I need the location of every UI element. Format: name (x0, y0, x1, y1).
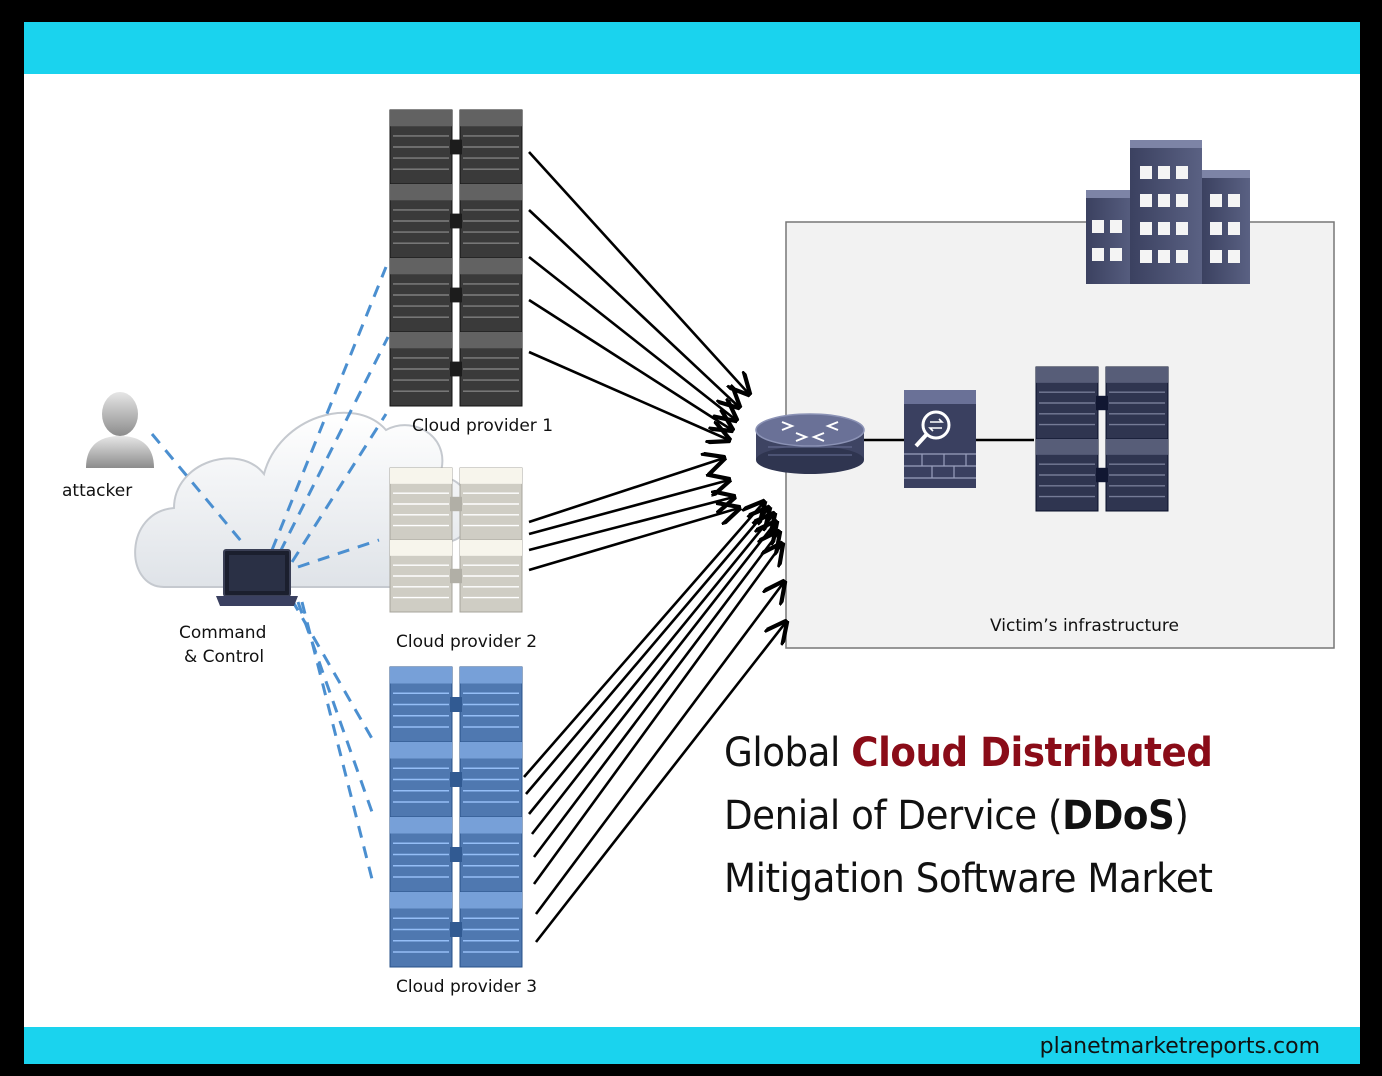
server-top (390, 110, 452, 127)
server-connector (450, 213, 462, 229)
server-top (390, 184, 452, 201)
server-top (460, 892, 522, 909)
cloud-provider-1-servers (389, 109, 523, 407)
server-top (390, 817, 452, 834)
firewall-icon (904, 390, 976, 488)
headline: Global Cloud Distributed Denial of Dervi… (724, 722, 1301, 911)
server-top (460, 667, 522, 684)
server-top (1106, 439, 1168, 455)
server-top (1106, 367, 1168, 383)
server-top (460, 817, 522, 834)
server-top (390, 258, 452, 275)
headline-highlight: Cloud Distributed (851, 730, 1213, 776)
cloud-provider-2-servers (389, 467, 523, 613)
server-connector (450, 496, 462, 512)
router-icon (755, 413, 865, 474)
victim-servers (1035, 366, 1169, 512)
server-connector (450, 287, 462, 303)
cloud-icon (134, 411, 472, 588)
attacker-label: attacker (62, 481, 132, 501)
building-icon (1086, 140, 1250, 284)
server-top (1036, 367, 1098, 383)
server-connector (450, 139, 462, 155)
server-top (460, 184, 522, 201)
ddos-diagram: attacker Command & Control Cloud provide… (62, 109, 1335, 997)
footer-url[interactable]: planetmarketreports.com (1039, 1034, 1320, 1059)
server-top (390, 742, 452, 759)
server-connector (450, 697, 462, 712)
headline-line-1: Global Cloud Distributed (724, 722, 1301, 785)
victim-infrastructure-label: Victim’s infrastructure (990, 616, 1179, 636)
server-top (460, 540, 522, 556)
server-top (460, 258, 522, 275)
server-connector (450, 568, 462, 584)
bottom-banner (24, 1027, 1360, 1064)
headline-line-2: Denial of Dervice (DDoS) (724, 785, 1301, 848)
server-connector (450, 847, 462, 862)
attacker-icon (86, 392, 154, 468)
server-top (390, 667, 452, 684)
top-banner (24, 22, 1360, 74)
attack-arrows (523, 151, 786, 943)
cloud-provider-1-label: Cloud provider 1 (412, 416, 553, 436)
command-links (150, 266, 390, 888)
cloud-provider-2-label: Cloud provider 2 (396, 632, 537, 652)
headline-line-3: Mitigation Software Market (724, 856, 1213, 902)
server-connector (450, 361, 462, 377)
server-top (1036, 439, 1098, 455)
server-top (390, 468, 452, 484)
server-connector (450, 922, 462, 937)
command-label-line2: & Control (184, 647, 264, 667)
server-top (390, 892, 452, 909)
headline-line2-suffix: ) (1174, 793, 1189, 839)
server-top (460, 332, 522, 349)
server-top (460, 468, 522, 484)
infographic-frame: attacker Command & Control Cloud provide… (24, 22, 1360, 1064)
server-connector (450, 772, 462, 787)
headline-ddos: DDoS (1062, 793, 1175, 839)
server-connector (1096, 395, 1108, 411)
server-top (460, 110, 522, 127)
server-top (460, 742, 522, 759)
server-connector (1096, 467, 1108, 483)
server-top (390, 332, 452, 349)
server-top (390, 540, 452, 556)
laptop-icon (216, 549, 298, 606)
headline-line2-prefix: Denial of Dervice ( (724, 793, 1063, 839)
cloud-provider-3-label: Cloud provider 3 (396, 977, 537, 997)
command-label-line1: Command (179, 623, 266, 643)
headline-line1-prefix: Global (724, 730, 840, 776)
cloud-provider-3-servers (389, 666, 523, 968)
